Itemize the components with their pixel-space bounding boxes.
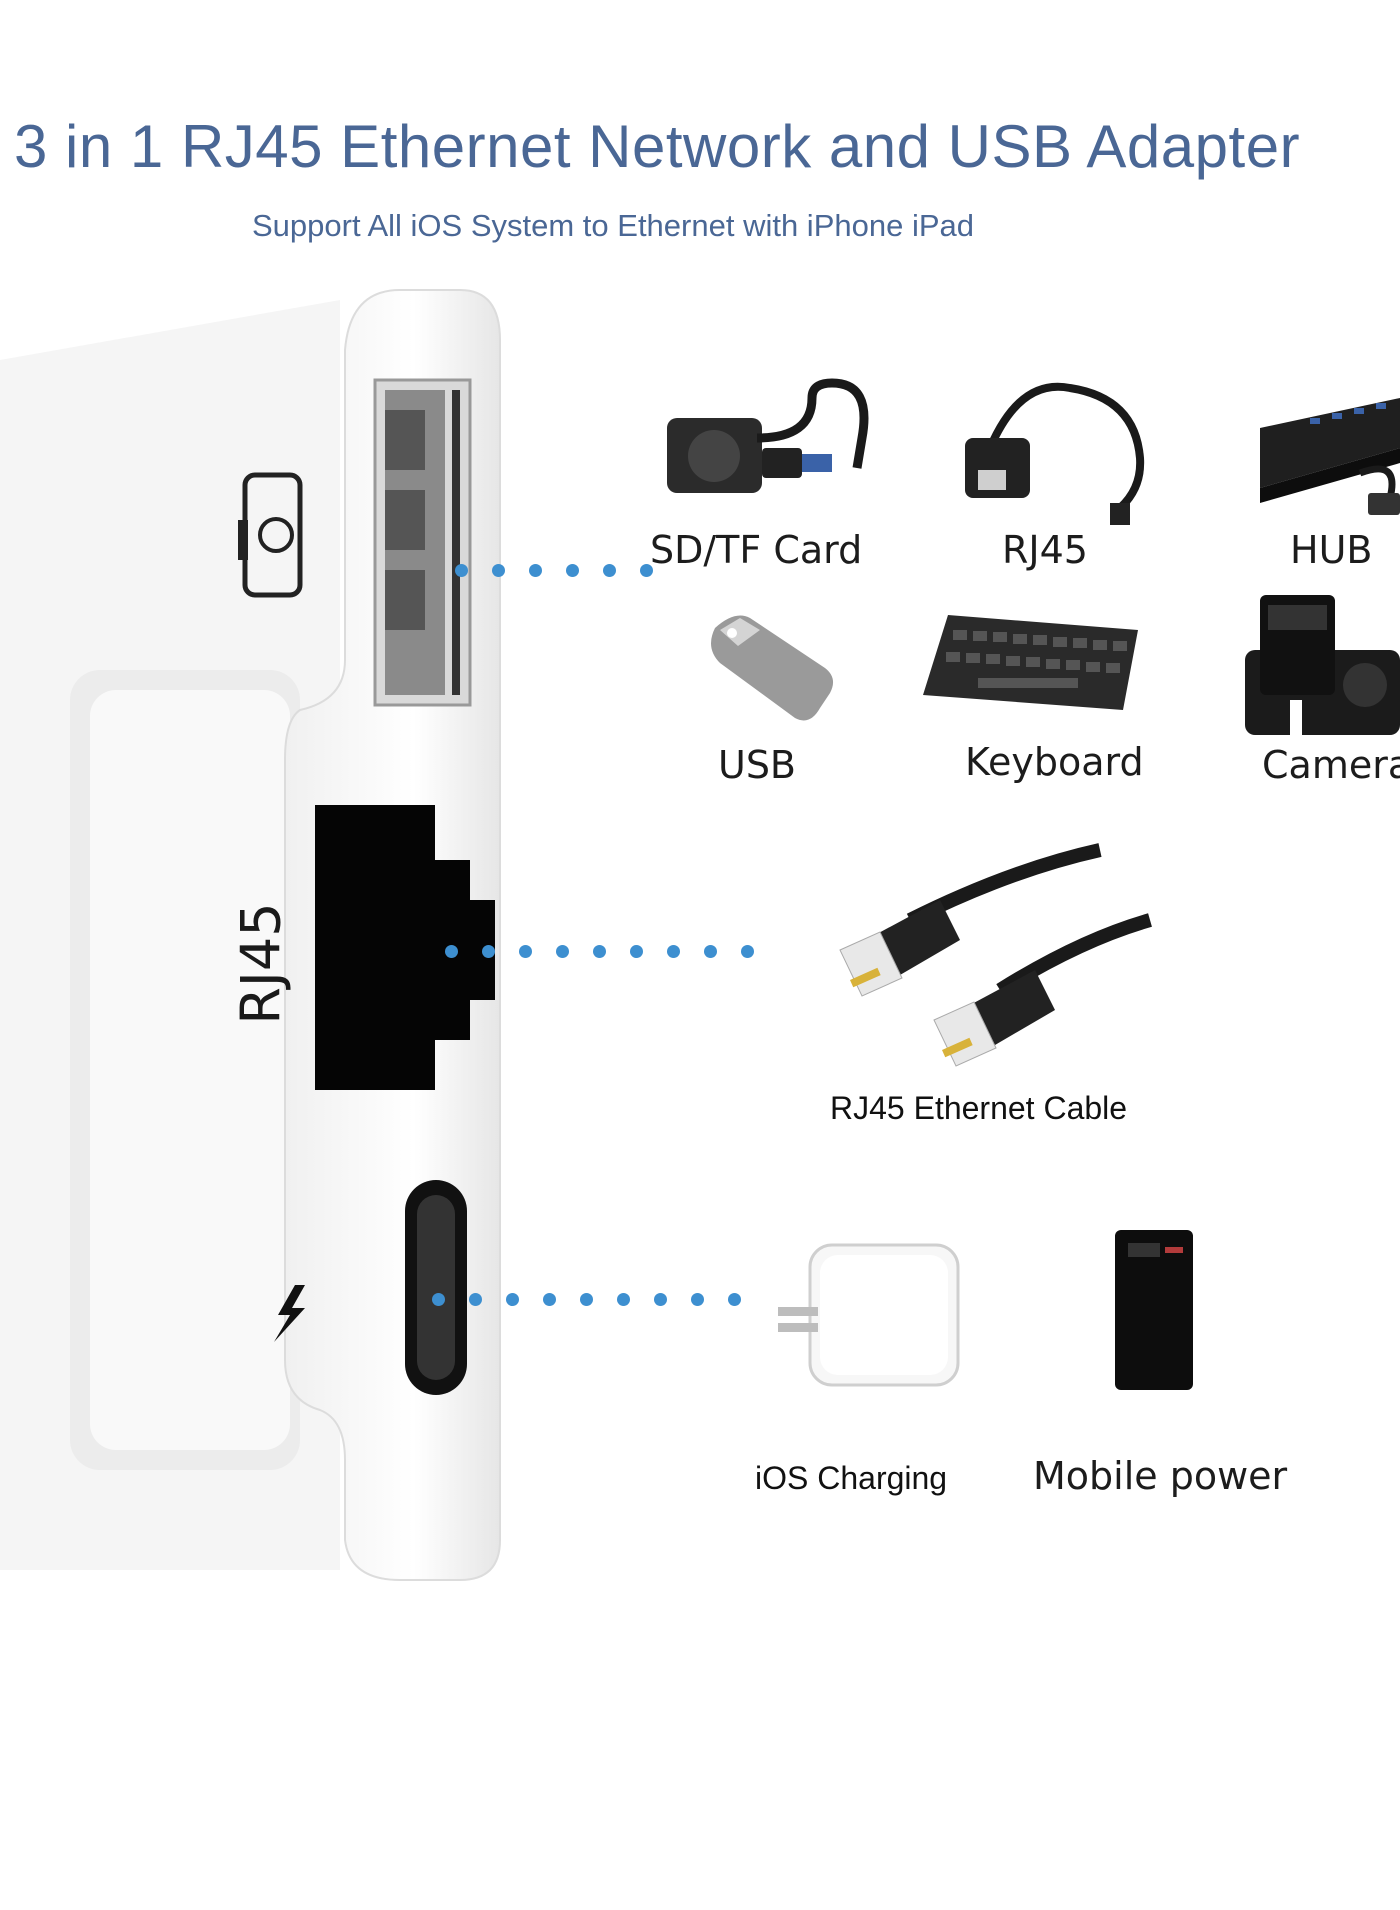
ethernet-cable-icon xyxy=(839,843,1152,1067)
rj45-connector-dots xyxy=(445,945,778,958)
adapter-rj45-label: RJ45 xyxy=(229,902,293,1025)
page-title: 3 in 1 RJ45 Ethernet Network and USB Ada… xyxy=(14,113,1301,180)
label-hub: HUB xyxy=(1290,528,1373,572)
sd-card-reader-icon xyxy=(667,378,869,493)
label-usb: USB xyxy=(718,743,797,787)
camera-icon xyxy=(1245,595,1400,740)
label-ios-charging: iOS Charging xyxy=(755,1460,948,1496)
label-rj45: RJ45 xyxy=(1002,528,1088,572)
keyboard-icon xyxy=(923,615,1138,710)
label-mobile-power: Mobile power xyxy=(1033,1454,1288,1498)
power-adapter-icon xyxy=(778,1243,960,1387)
rj45-port xyxy=(315,805,495,1090)
label-sd-tf-card: SD/TF Card xyxy=(650,528,863,572)
label-camera: Camera xyxy=(1262,743,1400,787)
power-bank-icon xyxy=(1115,1230,1193,1390)
page-subtitle: Support All iOS System to Ethernet with … xyxy=(252,208,974,243)
usb-connector-dots xyxy=(455,564,677,577)
usb-flash-drive-icon xyxy=(711,615,834,721)
label-ethernet-cable: RJ45 Ethernet Cable xyxy=(830,1090,1128,1126)
label-keyboard: Keyboard xyxy=(965,740,1144,784)
adapter-illustration xyxy=(0,289,501,1581)
charging-connector-dots xyxy=(432,1293,765,1306)
rj45-dongle-icon xyxy=(965,382,1145,525)
lightning-bolt-icon xyxy=(274,1285,305,1342)
usb-hub-icon xyxy=(1260,398,1400,515)
